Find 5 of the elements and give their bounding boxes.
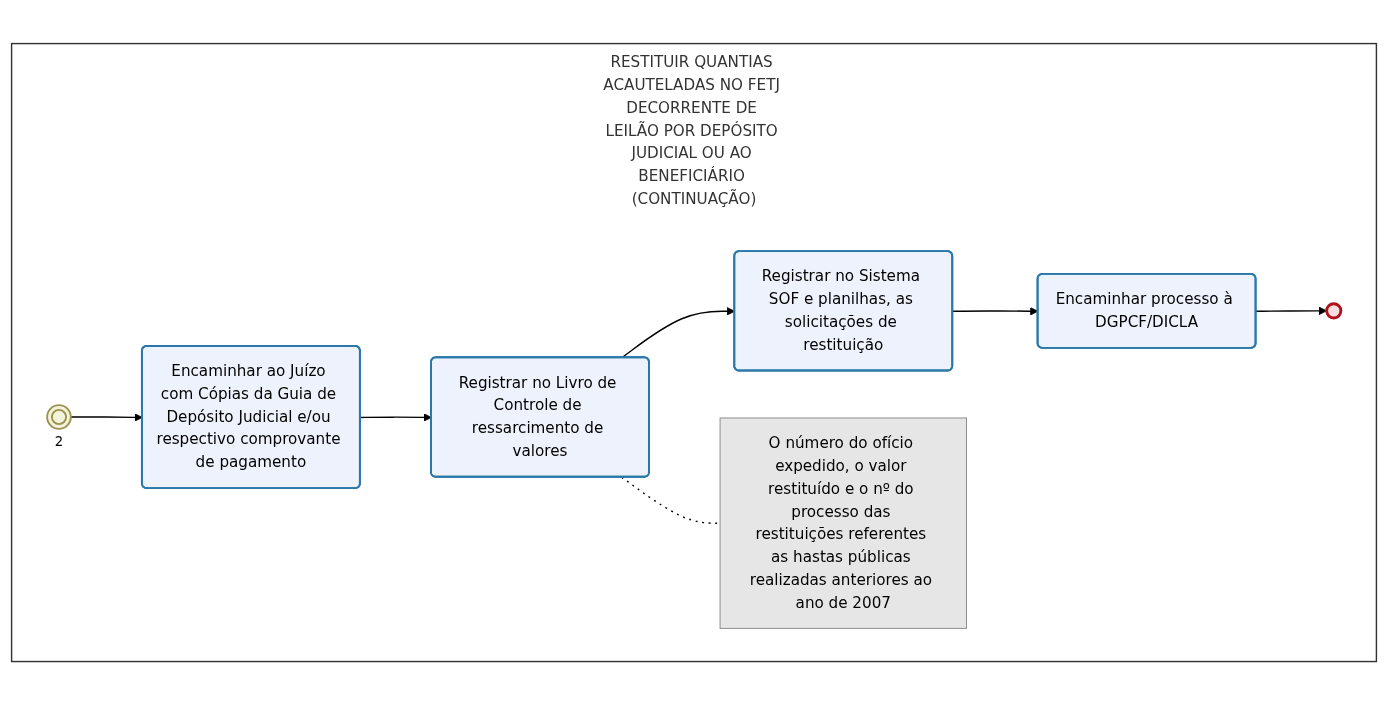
event-label: 2 [54, 433, 64, 449]
node-box: O número do ofício expedido, o valor restituído e o nº do processo das restituições referentes as hastas públicas realizadas anteriores ao ano de 2007 [719, 417, 967, 629]
arrow [1255, 306, 1328, 315]
node-circle [46, 404, 72, 430]
node-circle [1325, 302, 1343, 320]
